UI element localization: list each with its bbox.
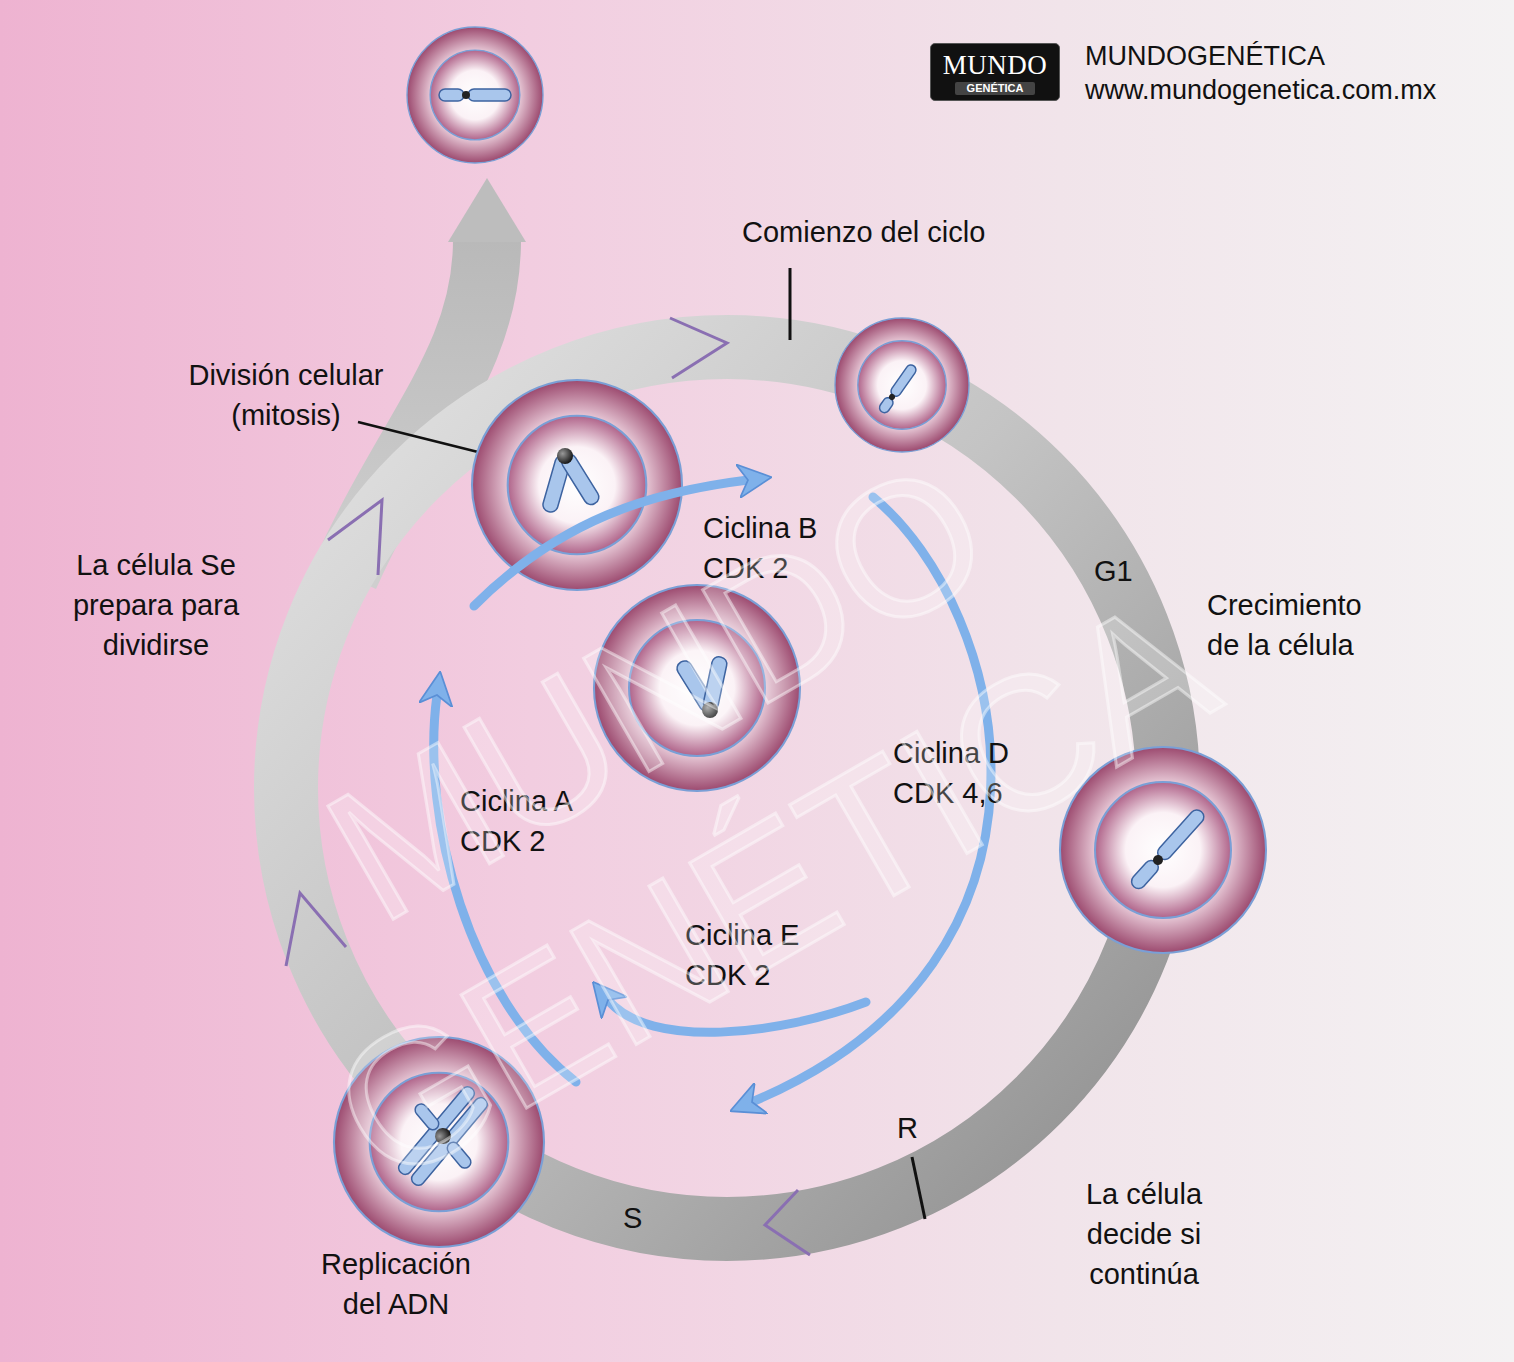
phase-note: La célula decide si continúa [1069, 1174, 1219, 1294]
phase-note: La célula Se prepara para dividirse [53, 545, 259, 665]
tick-mark [912, 1157, 925, 1219]
logo-word: MUNDO [931, 50, 1059, 80]
chromosome [377, 89, 1207, 1204]
brand-name: MUNDOGENÉTICA [1085, 38, 1325, 74]
cyclin-arrow [434, 695, 576, 1082]
checkpoint-name: R [897, 1108, 918, 1148]
callout-label: División celular (mitosis) [166, 355, 406, 435]
cell-circle [1060, 747, 1266, 953]
cell-circle [472, 380, 682, 590]
cell-circle [835, 318, 969, 452]
direction-chevron [328, 500, 382, 575]
logo-subword: GENÉTICA [955, 82, 1035, 95]
cyclin-label: Ciclina B CDK 2 [703, 508, 853, 588]
cyclin-label: Ciclina A CDK 2 [460, 781, 610, 861]
phase-label: Comienzo del ciclo [742, 212, 985, 252]
phase-name: S [623, 1198, 642, 1238]
direction-chevron [286, 893, 346, 966]
direction-chevron [670, 318, 727, 378]
tick-mark [789, 268, 792, 340]
cell-circle [334, 1037, 544, 1247]
cyclin-label: Ciclina D CDK 4,6 [893, 733, 1043, 813]
exit-arrowhead [448, 178, 526, 242]
cell-circle [594, 585, 800, 791]
phase-note: Replicación del ADN [301, 1244, 491, 1324]
direction-chevron [765, 1190, 810, 1255]
phase-name: G1 [1094, 551, 1133, 591]
brand-url: www.mundogenetica.com.mx [1085, 72, 1436, 108]
cyclin-label: Ciclina E CDK 2 [685, 915, 835, 995]
logo-box: MUNDO GENÉTICA [930, 43, 1060, 101]
watermark: MUNDO GENÉTICA [102, 303, 1328, 1276]
cell-circle [407, 27, 543, 163]
cyclin-arrow [608, 1000, 866, 1032]
phase-note: Crecimiento de la célula [1207, 585, 1392, 665]
